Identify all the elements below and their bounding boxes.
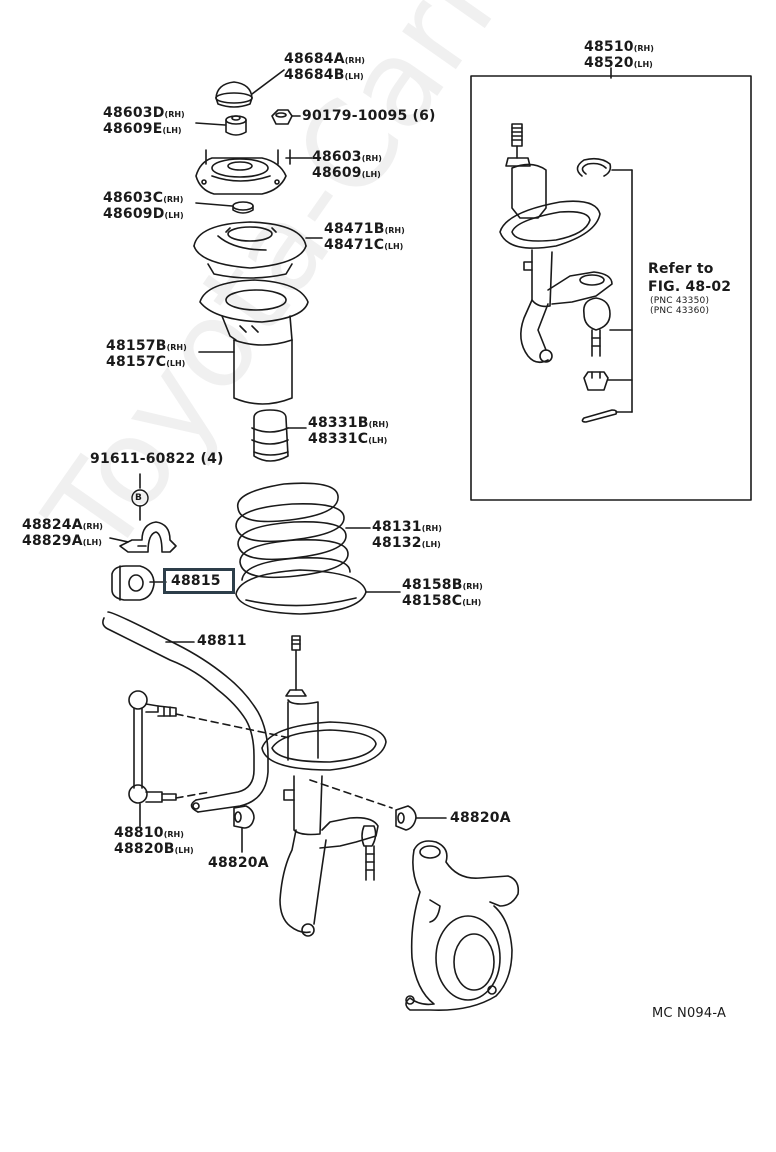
pnc-43350: (PNC 43350) — [650, 296, 710, 306]
label-48820a-right[interactable]: 48820A — [450, 810, 511, 826]
stabilizer-bushing-icon — [111, 565, 155, 601]
ball-joint-lower-icon — [361, 825, 377, 881]
refer-to-text: Refer to — [648, 261, 714, 277]
label-48510[interactable]: 48510(RH) 48520(LH) — [584, 39, 654, 71]
coil-spring-icon — [235, 482, 351, 581]
label-48684[interactable]: 48684A(RH) 48684B(LH) — [284, 51, 365, 83]
shock-absorber-icon — [261, 635, 387, 937]
label-48331[interactable]: 48331B(RH) 48331C(LH) — [308, 415, 389, 447]
upper-spring-seat-icon — [193, 221, 307, 279]
stabilizer-bar-icon — [102, 611, 269, 813]
highlight-box — [163, 568, 235, 594]
label-48471[interactable]: 48471B(RH) 48471C(LH) — [324, 221, 405, 253]
pnc-43360: (PNC 43360) — [650, 306, 710, 316]
bolt-marker-letter: B — [135, 493, 143, 503]
link-nut-left-icon — [233, 805, 255, 829]
label-48603[interactable]: 48603(RH) 48609(LH) — [312, 149, 382, 181]
label-48820a-left[interactable]: 48820A — [208, 855, 269, 871]
label-91611[interactable]: 91611-60822 (4) — [90, 451, 224, 467]
label-48603d[interactable]: 48603D(RH) 48609E(LH) — [103, 105, 185, 137]
dust-cap-icon — [215, 81, 253, 108]
label-90179[interactable]: 90179-10095 (6) — [302, 108, 436, 124]
label-48811[interactable]: 48811 — [197, 633, 247, 649]
label-48158[interactable]: 48158B(RH) 48158C(LH) — [402, 577, 483, 609]
label-48810[interactable]: 48810(RH) 48820B(LH) — [114, 825, 194, 857]
inset-ball-joint-icon — [582, 297, 611, 357]
label-48815[interactable]: 48815 — [171, 573, 221, 589]
inset-castle-nut-icon — [583, 371, 609, 391]
figure-reference-link[interactable]: FIG. 48-02 — [648, 279, 732, 295]
strut-mount-icon — [195, 149, 291, 195]
collar-icon — [232, 201, 254, 214]
stabilizer-link-icon — [128, 690, 177, 804]
label-48157[interactable]: 48157B(RH) 48157C(LH) — [106, 338, 187, 370]
label-48131[interactable]: 48131(RH) 48132(LH) — [372, 519, 442, 551]
steering-knuckle-icon — [405, 840, 520, 1012]
stabilizer-bracket-icon — [119, 521, 177, 553]
link-nut-right-icon — [395, 805, 417, 831]
bump-stopper-icon — [251, 409, 289, 462]
label-48824[interactable]: 48824A(RH) 48829A(LH) — [22, 517, 103, 549]
upper-bushing-icon — [225, 115, 247, 136]
inset-strut-icon — [499, 123, 613, 364]
dust-boot-icon — [199, 279, 309, 405]
diagram-code: MC N094-A — [652, 1006, 727, 1021]
inset-snap-ring-icon — [576, 157, 612, 177]
mount-nut-icon — [271, 109, 293, 125]
lower-insulator-icon — [235, 569, 367, 615]
label-48603c[interactable]: 48603C(RH) 48609D(LH) — [103, 190, 184, 222]
inset-cotter-pin-icon — [581, 409, 618, 423]
